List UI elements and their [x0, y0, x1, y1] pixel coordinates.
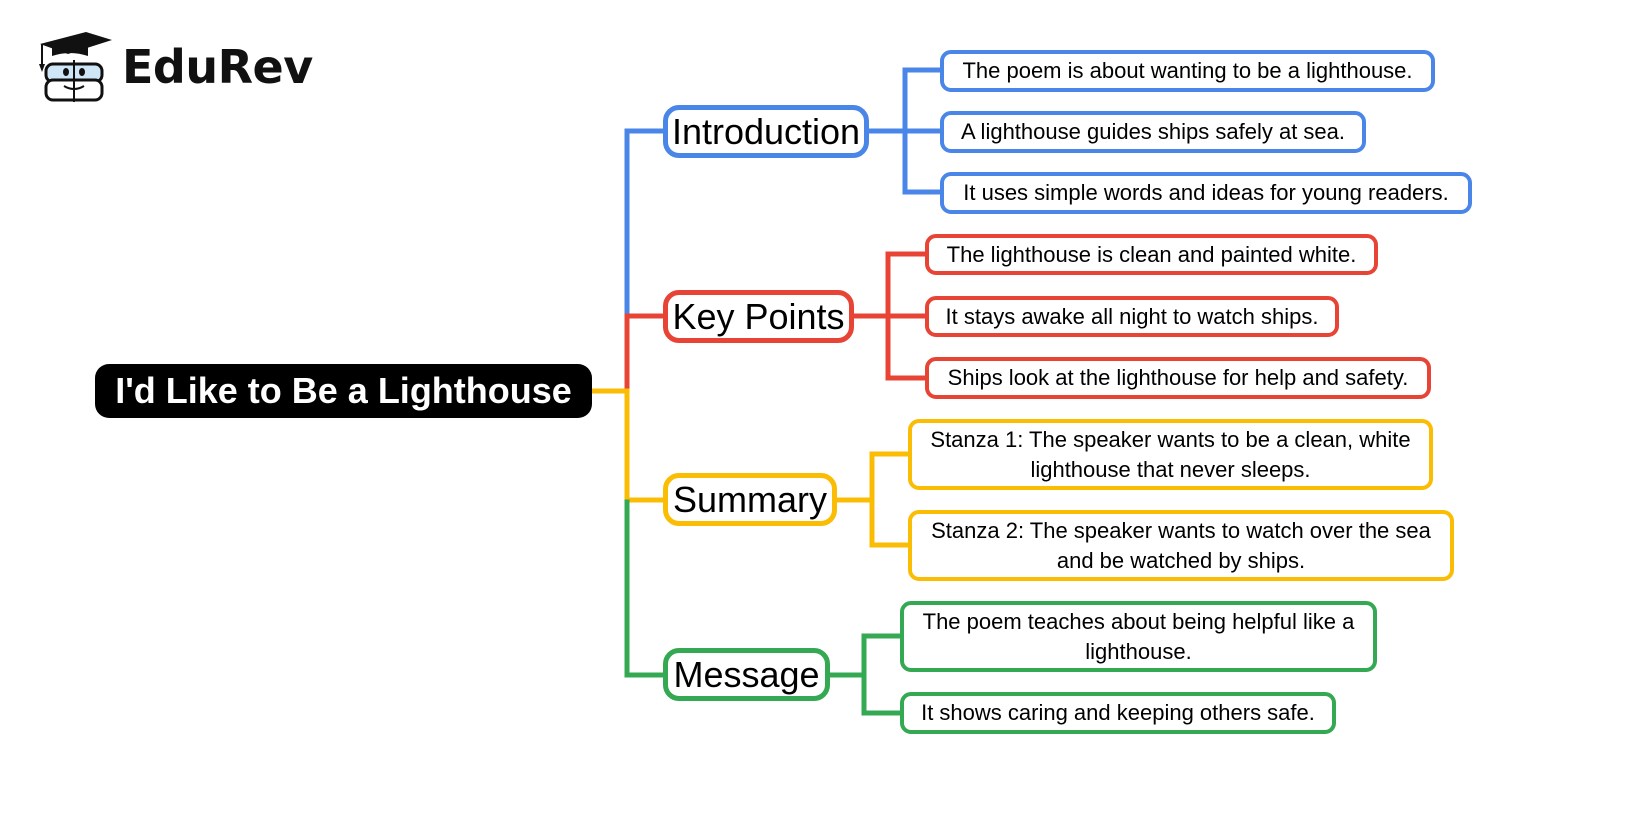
key-points-item: Ships look at the lighthouse for help an…	[925, 357, 1431, 399]
summary-item: Stanza 1: The speaker wants to be a clea…	[908, 419, 1433, 490]
edurev-logo: EduRev	[30, 30, 320, 106]
connector-trunk-message	[624, 499, 666, 678]
connector-trunk-key-points	[624, 313, 666, 394]
branch-introduction: Introduction	[663, 105, 869, 158]
branch-summary: Summary	[663, 473, 837, 526]
key-points-item: It stays awake all night to watch ships.	[925, 296, 1339, 337]
key-points-item: The lighthouse is clean and painted whit…	[925, 234, 1378, 275]
introduction-item: It uses simple words and ideas for young…	[940, 172, 1472, 214]
brand-name: EduRev	[122, 40, 313, 94]
message-item: The poem teaches about being helpful lik…	[900, 601, 1377, 672]
message-item: It shows caring and keeping others safe.	[900, 692, 1336, 734]
branch-key-points: Key Points	[663, 290, 854, 343]
connector-message-children	[826, 633, 903, 716]
connector-introduction-children	[865, 67, 943, 195]
root-topic: I'd Like to Be a Lighthouse	[95, 364, 592, 418]
branch-message: Message	[663, 648, 830, 701]
introduction-item: A lighthouse guides ships safely at sea.	[940, 111, 1366, 153]
connector-key-points-children	[850, 251, 928, 381]
introduction-item: The poem is about wanting to be a lighth…	[940, 50, 1435, 92]
connector-trunk-introduction	[624, 128, 666, 319]
summary-item: Stanza 2: The speaker wants to watch ove…	[908, 510, 1454, 581]
graduation-cap-book-mascot-icon	[39, 32, 112, 102]
connector-trunk-summary	[624, 388, 666, 503]
connector-summary-children	[833, 451, 911, 548]
